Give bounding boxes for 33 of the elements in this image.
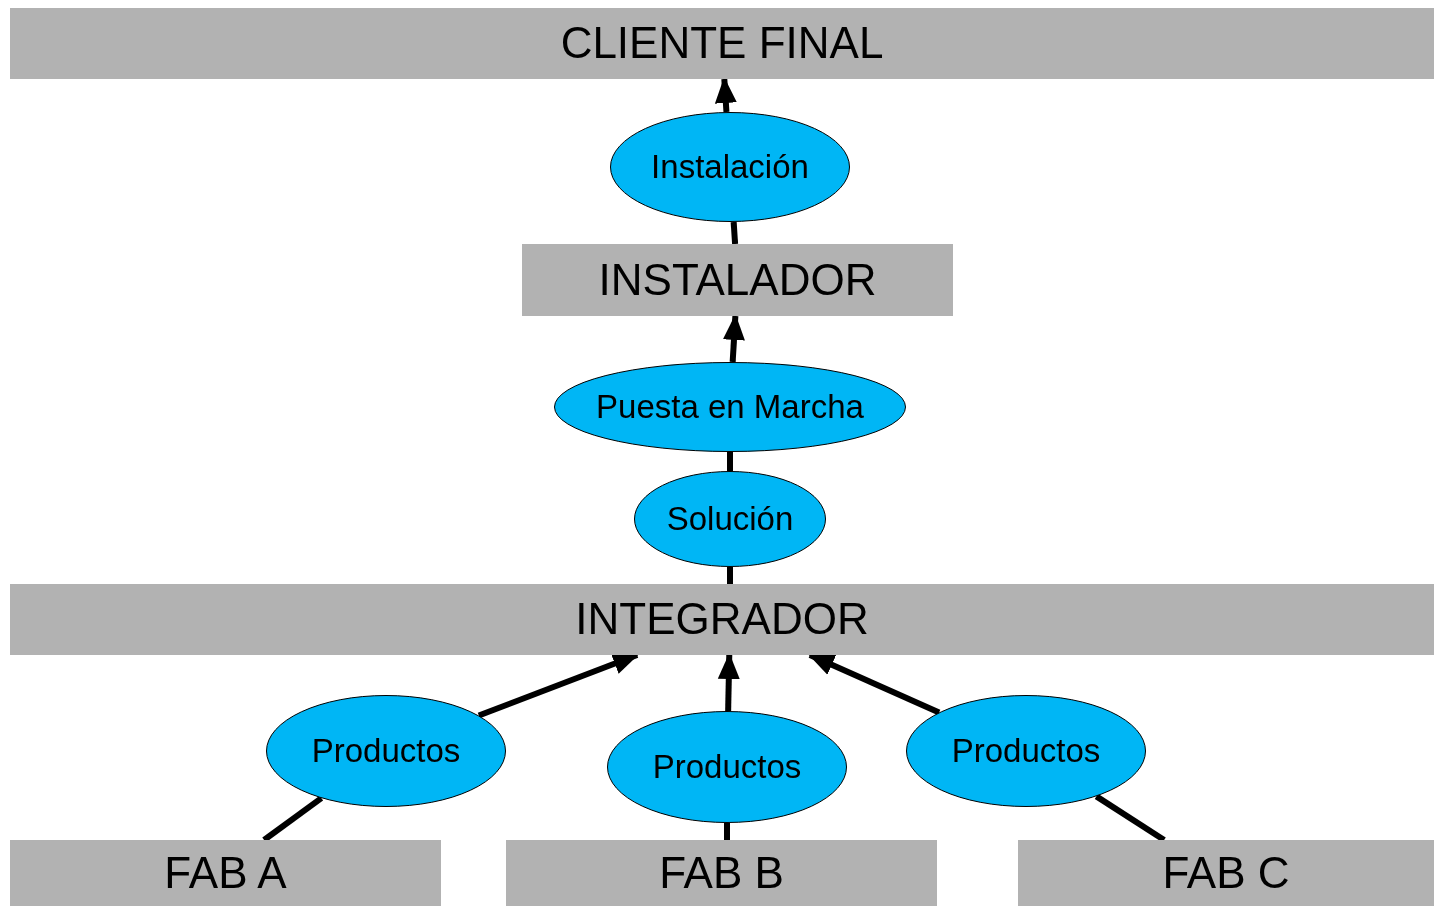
connector-line <box>1094 793 1166 843</box>
arrow <box>717 653 740 712</box>
node-label: FAB B <box>659 848 784 898</box>
node-label: Puesta en Marcha <box>596 388 864 426</box>
arrow <box>723 314 745 363</box>
node-label: Instalación <box>651 148 809 186</box>
node-label: Productos <box>652 748 802 786</box>
level-bar <box>1018 840 1434 906</box>
arrow <box>714 77 737 113</box>
process-ellipse <box>266 695 506 807</box>
node-label: INTEGRADOR <box>575 595 869 644</box>
process-ellipse <box>607 711 847 823</box>
node-label: FAB C <box>1162 848 1290 898</box>
connector-line <box>730 221 739 245</box>
level-bar <box>10 584 1434 655</box>
level-bar <box>522 244 953 316</box>
node-label: CLIENTE FINAL <box>560 19 884 68</box>
node-label: Solución <box>666 500 794 538</box>
node-label: Productos <box>951 732 1101 770</box>
connector-line <box>727 567 733 584</box>
level-bar <box>10 8 1434 79</box>
process-ellipse <box>554 362 906 452</box>
node-label: FAB A <box>164 848 287 898</box>
process-ellipse <box>610 112 850 222</box>
node-label: Productos <box>311 732 461 770</box>
level-bar <box>10 840 441 906</box>
process-ellipse <box>634 471 826 567</box>
connector-line <box>727 452 733 471</box>
connector-line <box>262 795 324 843</box>
connector-line <box>724 823 730 840</box>
node-label: INSTALADOR <box>598 255 877 305</box>
level-bar <box>506 840 937 906</box>
process-ellipse <box>906 695 1146 807</box>
